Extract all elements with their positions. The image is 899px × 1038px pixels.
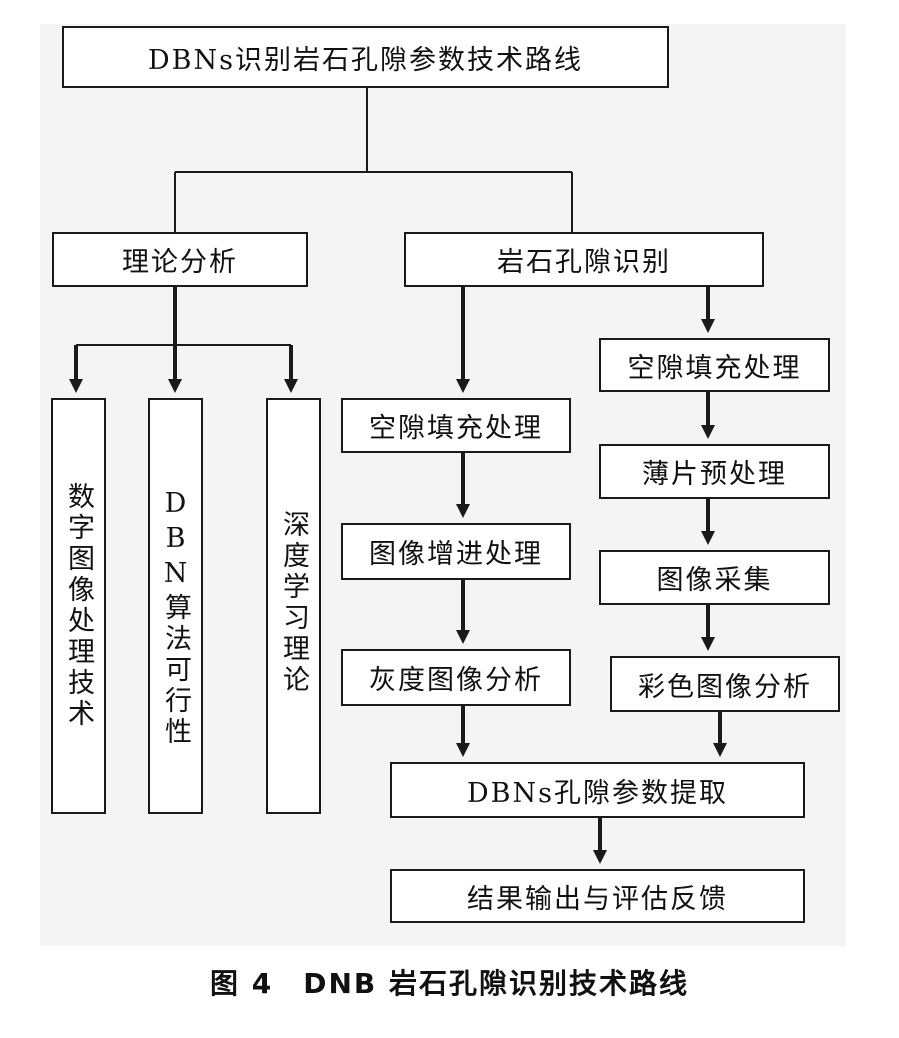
extraction-label: DBNs孔隙参数提取 (467, 777, 728, 809)
digital-image-box: 数字图像处理技术 (51, 398, 106, 814)
theory-analysis-label: 理论分析 (122, 247, 238, 278)
figure-title: DNB 岩石孔隙识别技术路线 (303, 967, 689, 1000)
thin-section-label: 薄片预处理 (642, 459, 787, 490)
dbn-feasibility-label: DBN算法可行性 (160, 488, 191, 748)
gray-enhance-label: 图像增进处理 (369, 539, 543, 570)
gray-enhance-box: 图像增进处理 (341, 523, 571, 580)
dbn-feasibility-box: DBN算法可行性 (148, 398, 203, 814)
title-box: DBNs识别岩石孔隙参数技术路线 (62, 26, 669, 88)
pore-recognition-box: 岩石孔隙识别 (404, 232, 764, 287)
figure-caption: 图 4 DNB 岩石孔隙识别技术路线 (0, 962, 899, 1002)
thin-section-box: 薄片预处理 (599, 444, 830, 499)
color-fill-label: 空隙填充处理 (627, 352, 802, 384)
image-acquisition-box: 图像采集 (599, 550, 830, 605)
color-analysis-box: 彩色图像分析 (610, 656, 840, 712)
gray-analysis-label: 灰度图像分析 (369, 665, 543, 696)
deep-learning-label: 深度学习理论 (278, 510, 309, 696)
theory-analysis-box: 理论分析 (52, 232, 308, 287)
title-text: DBNs识别岩石孔隙参数技术路线 (148, 44, 583, 76)
color-fill-box: 空隙填充处理 (599, 338, 830, 392)
gray-analysis-box: 灰度图像分析 (341, 649, 571, 706)
digital-image-label: 数字图像处理技术 (63, 482, 94, 730)
image-acquisition-label: 图像采集 (656, 565, 773, 596)
gray-fill-box: 空隙填充处理 (341, 398, 571, 453)
deep-learning-box: 深度学习理论 (266, 398, 321, 814)
pore-recognition-label: 岩石孔隙识别 (497, 247, 671, 278)
color-analysis-label: 彩色图像分析 (638, 671, 812, 703)
output-label: 结果输出与评估反馈 (467, 883, 728, 915)
extraction-box: DBNs孔隙参数提取 (390, 762, 805, 818)
figure-number: 图 4 (209, 967, 274, 1000)
gray-fill-label: 空隙填充处理 (369, 413, 543, 444)
output-box: 结果输出与评估反馈 (390, 869, 805, 923)
